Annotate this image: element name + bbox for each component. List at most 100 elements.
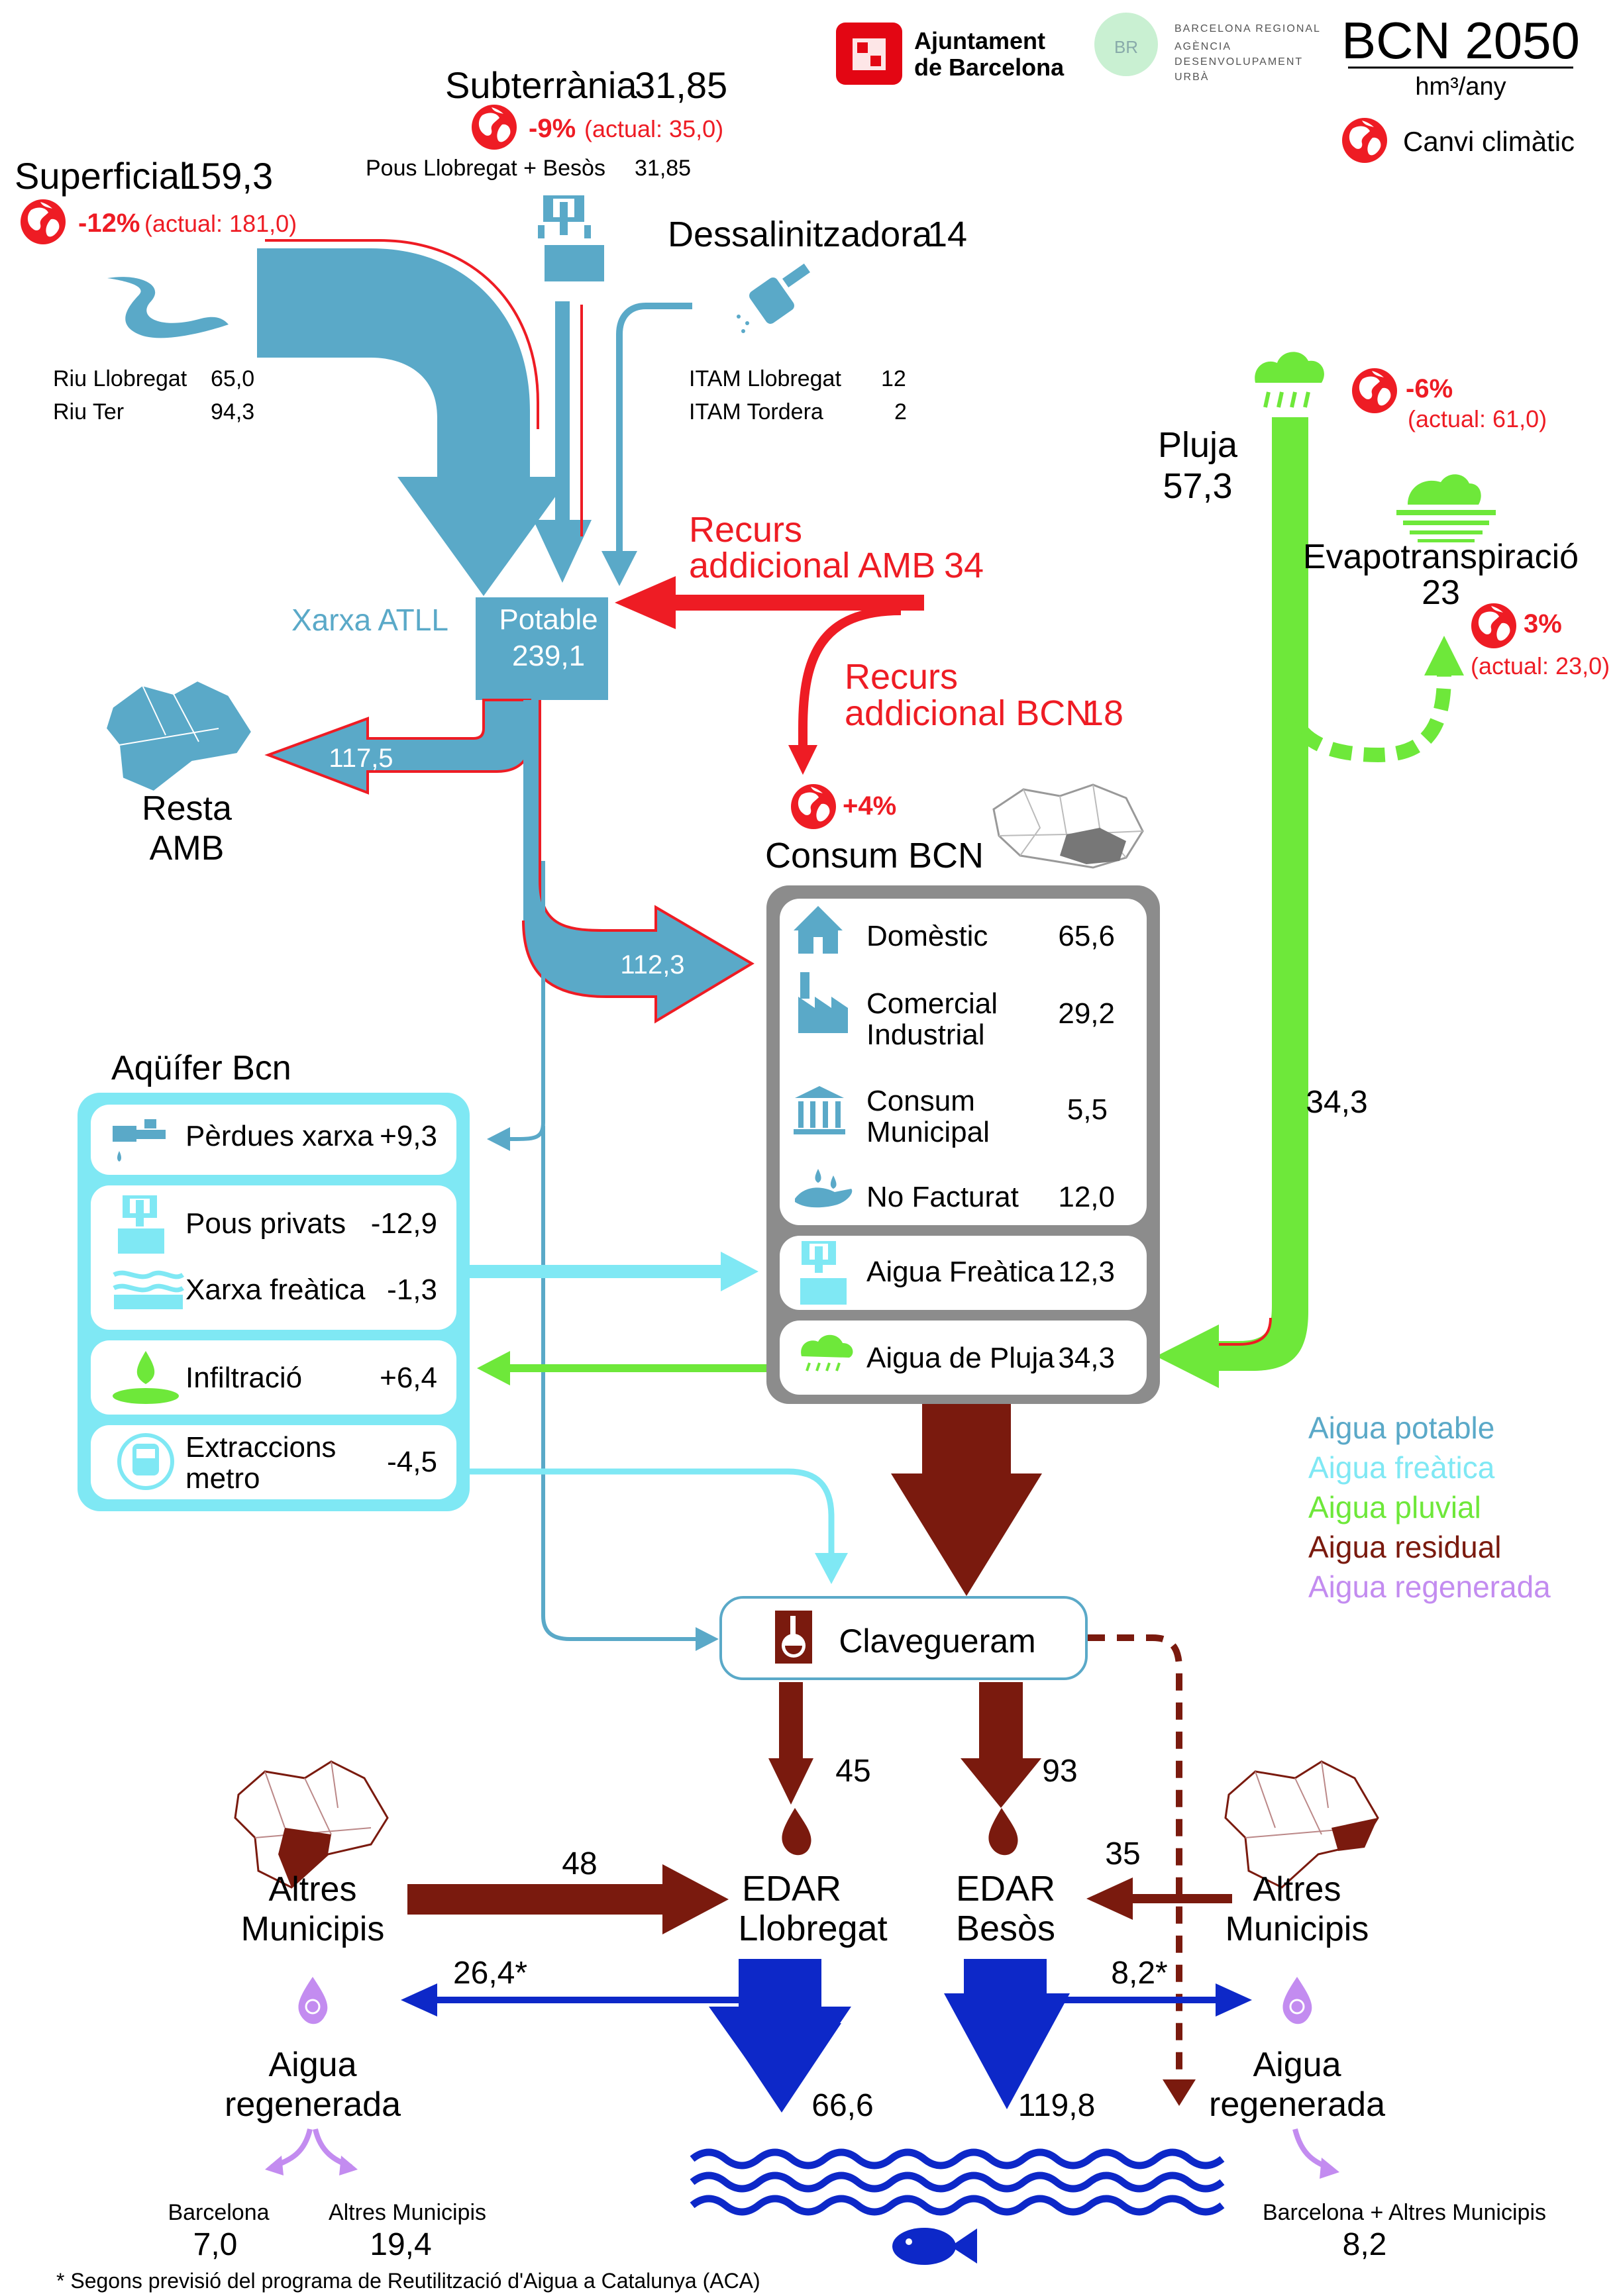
legend: Aigua potable Aigua freàtica Aigua pluvi… xyxy=(1308,1411,1551,1604)
recurs-amb-line2: addicional AMB xyxy=(689,546,935,585)
barcelona-regional-logo: BR BARCELONA REGIONAL AGÈNCIA DESENVOLUP… xyxy=(1094,13,1321,83)
evapo-actual: (actual: 23,0) xyxy=(1471,652,1610,679)
salt-shaker-icon xyxy=(737,263,810,333)
sea-icon xyxy=(690,2148,1225,2216)
to-besos-value: 93 xyxy=(1042,1754,1077,1789)
evapo-label: Evapotranspiració xyxy=(1303,538,1579,576)
regen-altres-value: 19,4 xyxy=(370,2227,431,2262)
factory-icon xyxy=(798,972,848,1033)
recurs-bcn-line1: Recurs xyxy=(845,657,958,697)
superficial-value: 159,3 xyxy=(180,155,273,197)
evapo-source: Evapotranspiració 23 3% (actual: 23,0) xyxy=(1303,474,1610,679)
extraccions-value: -4,5 xyxy=(387,1446,437,1478)
br-mark: BR xyxy=(1114,37,1138,57)
regen-altres-label: Altres Municipis xyxy=(329,2200,486,2225)
dessal-label: Dessalinitzadora xyxy=(668,215,933,254)
altres-left-line1: Altres xyxy=(269,1870,357,1909)
pluja-value: 57,3 xyxy=(1163,466,1232,506)
consum-title: Consum BCN xyxy=(765,836,984,875)
pluja-label: Pluja xyxy=(1158,425,1238,465)
regen-right-flow xyxy=(1033,1997,1226,2003)
in-right-value: 35 xyxy=(1105,1836,1140,1872)
recurs-bcn-flow xyxy=(798,606,902,748)
pous-privats-value: -12,9 xyxy=(371,1207,437,1240)
bcn-map-icon xyxy=(992,783,1144,869)
ajuntament-line1: Ajuntament xyxy=(914,27,1045,54)
altres-right-line2: Municipis xyxy=(1226,1910,1369,1948)
globe-icon xyxy=(1352,368,1397,413)
superficial-actual: (actual: 181,0) xyxy=(144,210,297,237)
evapo-flow xyxy=(1284,675,1451,763)
domestic-value: 65,6 xyxy=(1058,920,1115,952)
globe-icon xyxy=(1471,603,1516,648)
municipal-label1: Consum xyxy=(866,1085,975,1117)
regen-bcn-value: 7,0 xyxy=(193,2227,238,2262)
freatica-label: Aigua Freàtica xyxy=(866,1256,1055,1288)
regen-left-value: 26,4* xyxy=(453,1956,527,1991)
recurs-amb-line1: Recurs xyxy=(689,510,802,550)
domestic-label: Domèstic xyxy=(866,920,988,952)
globe-icon xyxy=(791,784,836,829)
riu-ter-value: 94,3 xyxy=(211,399,254,424)
evapo-value: 23 xyxy=(1422,574,1460,612)
potable-value: 239,1 xyxy=(512,640,585,672)
header: Ajuntament de Barcelona BR BARCELONA REG… xyxy=(836,11,1580,163)
regen-right-line2: regenerada xyxy=(1209,2085,1385,2124)
municipal-value: 5,5 xyxy=(1067,1093,1108,1126)
superficial-source: Superficial 159,3 -12% (actual: 181,0) R… xyxy=(15,155,297,424)
pluja-source: -6% (actual: 61,0) Pluja 57,3 xyxy=(1158,352,1547,506)
to-llobregat-value: 45 xyxy=(835,1754,870,1789)
riu-ter-label: Riu Ter xyxy=(53,399,124,424)
resta-amb: Resta AMB xyxy=(105,679,253,868)
legend-potable: Aigua potable xyxy=(1308,1411,1494,1445)
to-besos-flow xyxy=(979,1682,1023,1762)
recurs-bcn-line2: addicional BCN xyxy=(845,693,1091,733)
itam-tordera-label: ITAM Tordera xyxy=(689,399,823,424)
ajuntament-line2: de Barcelona xyxy=(914,54,1065,81)
br-line1: BARCELONA REGIONAL xyxy=(1174,23,1321,34)
xarxa-freatica-value: -1,3 xyxy=(387,1273,437,1306)
pluja-change: -6% xyxy=(1406,374,1453,403)
perdues-label: Pèrdues xarxa xyxy=(185,1120,374,1152)
to-llobregat-flow xyxy=(779,1682,803,1762)
riu-llobregat-value: 65,0 xyxy=(211,366,254,391)
rain-icon xyxy=(801,1334,853,1372)
globe-icon xyxy=(472,105,517,150)
edar-besos-line1: EDAR xyxy=(956,1869,1055,1909)
regen-bcn-label: Barcelona xyxy=(168,2200,269,2225)
bcn-flow2-value: 112,3 xyxy=(620,950,684,979)
altres-right-inflow xyxy=(1126,1894,1232,1903)
nofacturat-value: 12,0 xyxy=(1058,1181,1115,1213)
infiltracio-flow xyxy=(501,1364,766,1372)
globe-icon xyxy=(21,199,66,244)
infiltracio-value: +6,4 xyxy=(380,1362,437,1394)
bcn-flow-value: 121,6 xyxy=(539,854,602,882)
pous-value: 31,85 xyxy=(635,156,691,181)
recurs-amb-value: 34 xyxy=(944,546,984,585)
subterrania-value: 31,85 xyxy=(635,64,727,106)
hand-water-icon xyxy=(795,1169,853,1208)
regen-left-line1: Aigua xyxy=(269,2046,357,2084)
br-line3: DESENVOLUPAMENT xyxy=(1174,56,1303,68)
infiltration-drop-icon xyxy=(113,1351,179,1404)
altres-left-line2: Municipis xyxy=(241,1910,385,1948)
drop-icon xyxy=(988,1808,1018,1856)
consum-bcn: +4% Consum BCN xyxy=(765,783,1160,1404)
aquifer-bcn: Aqüífer Bcn xyxy=(78,1049,470,1511)
edar-besos-line2: Besòs xyxy=(956,1909,1055,1948)
freatica-flow xyxy=(470,1265,735,1278)
freatica-value: 12,3 xyxy=(1058,1256,1115,1288)
groundwater-well-icon xyxy=(800,1241,847,1305)
extraccions-label2: metro xyxy=(185,1462,260,1495)
globe-icon xyxy=(1342,118,1387,163)
consum-change: +4% xyxy=(843,791,896,821)
municipal-label2: Municipal xyxy=(866,1116,990,1148)
pluja-flow-value: 34,3 xyxy=(1306,1085,1367,1120)
riu-llobregat-label: Riu Llobregat xyxy=(53,366,187,391)
rain-cloud-icon xyxy=(1255,352,1324,408)
metro-flow xyxy=(470,1468,835,1556)
out-besos-value: 119,8 xyxy=(1018,2088,1096,2123)
xarxa-freatica-label: Xarxa freàtica xyxy=(185,1273,366,1306)
altres-municipis-right: Altres Municipis xyxy=(1224,1760,1379,1948)
resta-label1: Resta xyxy=(142,789,232,828)
